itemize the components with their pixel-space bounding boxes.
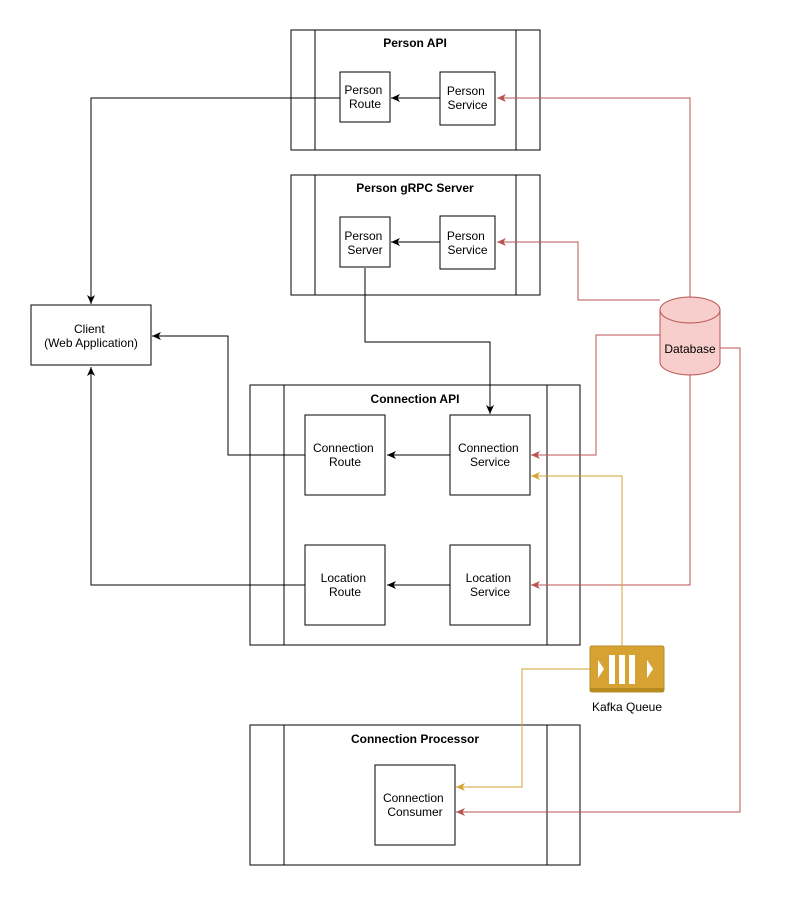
svg-text:Person Route: Person Route	[344, 83, 385, 111]
black-edges	[87, 94, 494, 589]
person-server-node: Person Server	[339, 216, 391, 268]
connection-api-title: Connection API	[371, 392, 460, 406]
person-route-label-1: Person	[344, 83, 382, 97]
connection-consumer-label-1: Connection	[383, 791, 444, 805]
kafka-queue-icon	[589, 645, 665, 693]
client-node: Client (Web Application)	[30, 304, 152, 366]
kafka-edges	[456, 472, 623, 791]
client-label-2: (Web Application)	[44, 336, 138, 350]
edge-kafka-to-connection-consumer	[456, 668, 590, 791]
svg-text:Connection Route: Connection Route	[313, 441, 377, 469]
person-grpc-title: Person gRPC Server	[356, 181, 474, 195]
connection-route-node: Connection Route	[304, 414, 386, 496]
location-route-label-2: Route	[329, 585, 361, 599]
connection-service-label-1: Connection	[458, 441, 519, 455]
connection-service-label-2: Service	[470, 455, 510, 469]
person-server-label-1: Person	[344, 229, 382, 243]
person-route-node: Person Route	[339, 71, 391, 123]
person-service-api-label-2: Service	[447, 98, 487, 112]
edge-db-to-connection-consumer	[456, 347, 741, 816]
connection-consumer-node: Connection Consumer	[374, 764, 456, 846]
edge-connection-route-to-client	[152, 332, 305, 456]
svg-text:Person Service: Person Service	[447, 229, 488, 257]
person-service-api-node: Person Service	[439, 71, 496, 126]
location-route-label-1: Location	[321, 571, 366, 585]
svg-text:Person Server: Person Server	[344, 229, 385, 257]
connection-consumer-label-2: Consumer	[387, 805, 442, 819]
connection-service-node: Connection Service	[449, 414, 531, 496]
edge-db-to-connection-service	[531, 334, 660, 459]
svg-text:Person Service: Person Service	[447, 84, 488, 112]
svg-text:Connection Consumer: Connection Consumer	[383, 791, 447, 819]
person-service-grpc-label-1: Person	[447, 229, 485, 243]
edge-db-to-person-service-grpc	[497, 238, 660, 301]
database-label: Database	[664, 342, 716, 356]
edge-db-to-location-service	[531, 375, 691, 589]
edge-kafka-to-connection-service	[531, 472, 623, 646]
database-node: Database	[659, 296, 721, 376]
svg-text:Client (Web Application): Client (Web Application)	[44, 322, 138, 350]
database-edges	[456, 94, 741, 816]
location-service-node: Location Service	[449, 544, 531, 626]
edge-person-route-to-client	[87, 97, 340, 304]
svg-text:Connection Service: Connection Service	[458, 441, 522, 469]
edge-server-to-connection-service	[364, 268, 494, 414]
person-route-label-2: Route	[349, 97, 381, 111]
location-service-label-2: Service	[470, 585, 510, 599]
person-service-api-label-1: Person	[447, 84, 485, 98]
svg-text:Location Service: Location Service	[466, 571, 515, 599]
person-service-grpc-node: Person Service	[439, 215, 496, 270]
svg-text:Location Route: Location Route	[321, 571, 370, 599]
location-service-label-1: Location	[466, 571, 511, 585]
connection-route-label-1: Connection	[313, 441, 374, 455]
person-grpc-container: Person gRPC Server	[290, 174, 541, 296]
connection-route-label-2: Route	[329, 455, 361, 469]
person-api-title: Person API	[383, 36, 447, 50]
edge-db-to-person-service-api	[497, 94, 691, 297]
location-route-node: Location Route	[304, 544, 386, 626]
client-label-1: Client	[74, 322, 105, 336]
kafka-queue-label: Kafka Queue	[592, 700, 662, 714]
connection-processor-title: Connection Processor	[351, 732, 479, 746]
edge-location-route-to-client	[87, 367, 305, 586]
person-api-container: Person API	[290, 29, 541, 151]
person-service-grpc-label-2: Service	[447, 243, 487, 257]
person-server-label-2: Server	[347, 243, 382, 257]
